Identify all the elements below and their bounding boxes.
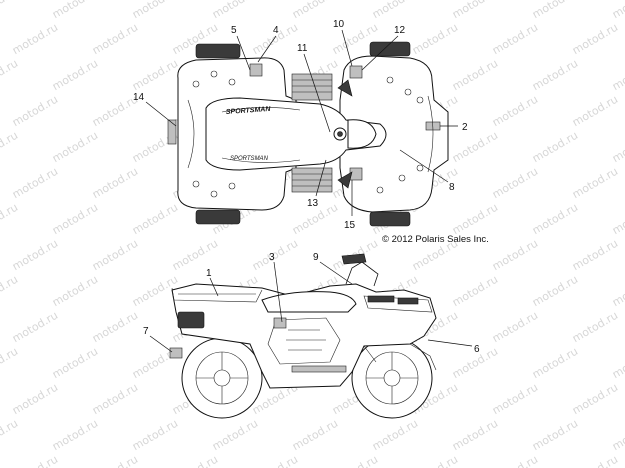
callout-1: 1 [206, 268, 212, 279]
atv-side-view [169, 253, 437, 419]
callout-8: 8 [449, 182, 455, 193]
callout-11: 11 [297, 43, 308, 54]
atv-top-view: SPORTSMAN SPORTSMAN [167, 41, 449, 227]
callout-6: 6 [474, 344, 480, 355]
callout-7: 7 [143, 326, 149, 337]
leader-lines [145, 29, 473, 353]
copyright-notice: © 2012 Polaris Sales Inc. [382, 234, 489, 245]
callout-4: 4 [273, 25, 279, 36]
svg-text:SPORTSMAN: SPORTSMAN [226, 106, 272, 116]
callout-15: 15 [344, 220, 356, 231]
svg-text:SPORTSMAN: SPORTSMAN [230, 156, 269, 162]
callout-14: 14 [133, 92, 145, 103]
decal-7 [169, 347, 183, 359]
callout-12: 12 [394, 25, 406, 36]
callout-9: 9 [313, 252, 319, 263]
callout-2: 2 [462, 122, 468, 133]
footwell-bottom [291, 167, 333, 193]
callout-numbers: 1 2 3 4 5 6 7 8 9 10 11 12 13 14 15 [133, 19, 480, 355]
callout-3: 3 [269, 252, 275, 263]
callout-10: 10 [333, 19, 345, 30]
callout-13: 13 [307, 198, 319, 209]
callout-5: 5 [231, 25, 237, 36]
